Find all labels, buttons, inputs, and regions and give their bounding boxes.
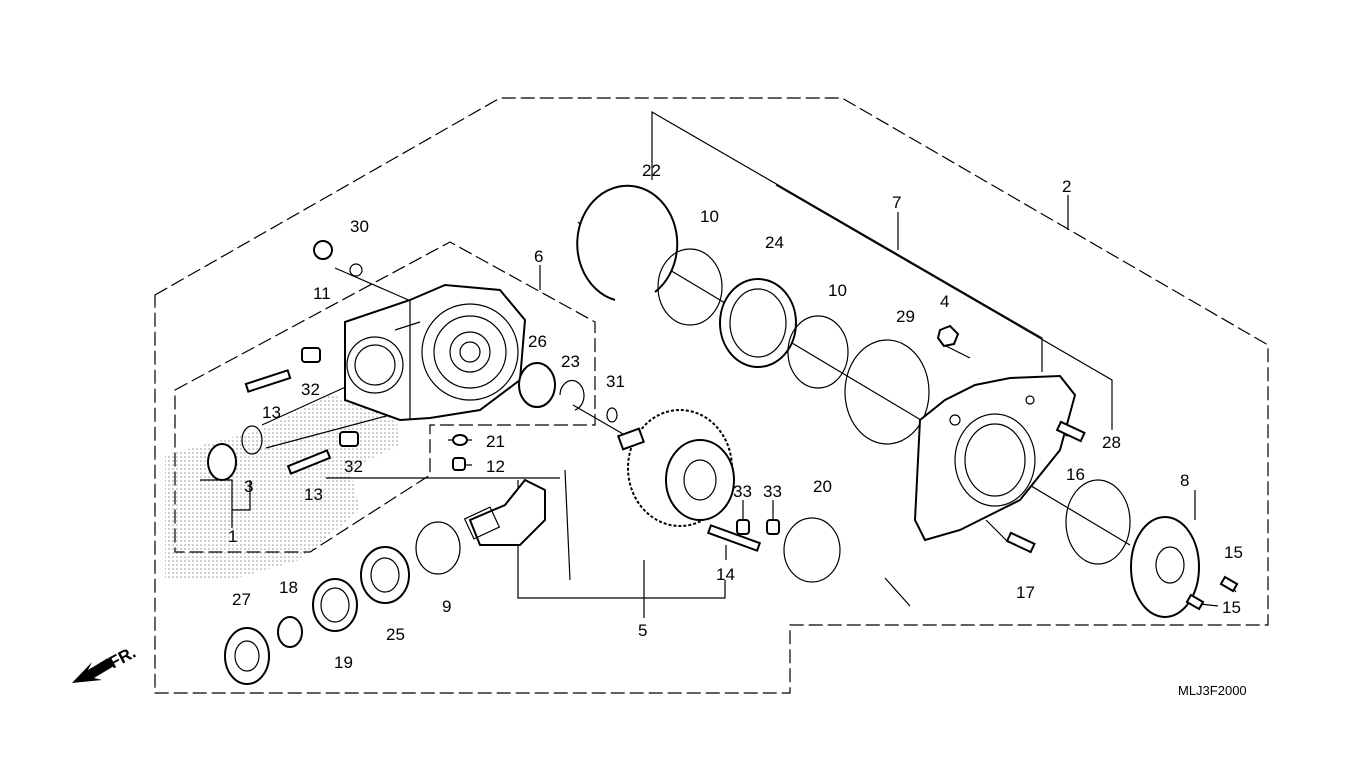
callout-26: 26: [528, 332, 547, 351]
callout-17: 17: [1016, 583, 1035, 602]
callouts: 1 2 3 4 5 6 7 8 9 10 10 11 12 13 13 14 1…: [228, 161, 1243, 672]
callout-21: 21: [486, 432, 505, 451]
callout-13-lower: 13: [304, 485, 323, 504]
dowel-pin-upper: [301, 347, 321, 363]
assembly-boundary: [154, 97, 1269, 694]
o-ring-20: [783, 517, 841, 583]
callout-7: 7: [892, 193, 901, 212]
callout-8: 8: [1180, 471, 1189, 490]
dowel-33-b: [766, 519, 780, 535]
plug-12: [452, 457, 466, 471]
circlip-22: [576, 184, 679, 301]
ball-bearing-25: [360, 546, 410, 604]
callout-13-upper: 13: [262, 403, 281, 422]
callout-11: 11: [313, 284, 331, 303]
callout-25: 25: [386, 625, 405, 644]
bolt-15-lower: [1185, 593, 1205, 611]
callout-32-upper: 32: [301, 380, 320, 399]
figure-code: MLJ3F2000: [1178, 683, 1247, 698]
cover-plate: [913, 374, 1077, 542]
callout-5: 5: [638, 621, 647, 640]
bolt-16: [1055, 420, 1086, 443]
leader-lines: [200, 110, 1237, 618]
stud-bolt-lower: [286, 449, 332, 475]
nut-4: [936, 324, 960, 348]
callout-33-a: 33: [733, 482, 752, 501]
nut-19: [312, 578, 358, 632]
callout-32-lower: 32: [344, 457, 363, 476]
callout-19: 19: [334, 653, 353, 672]
ring-gear-assembly: [616, 409, 735, 527]
callout-16: 16: [1066, 465, 1085, 484]
stud-bolt-upper: [244, 369, 292, 393]
circlip-23: [559, 379, 585, 411]
callout-28: 28: [1102, 433, 1121, 452]
dowel-33-a: [736, 519, 750, 535]
callout-20: 20: [813, 477, 832, 496]
cap-plate-8: [1130, 516, 1200, 618]
ring-10-left: [657, 248, 723, 326]
bolt-17: [1005, 531, 1036, 554]
callout-12: 12: [486, 457, 505, 476]
callout-29: 29: [896, 307, 915, 326]
lock-washer-18: [277, 616, 303, 648]
oil-seal-27: [224, 627, 270, 685]
front-direction-arrow: [72, 658, 114, 683]
callout-22: 22: [642, 161, 661, 180]
callout-10-right: 10: [828, 281, 847, 300]
callout-18: 18: [279, 578, 298, 597]
callout-30: 30: [350, 217, 369, 236]
case-group-boundary: [174, 241, 596, 553]
callout-15-lower: 15: [1222, 598, 1241, 617]
stud-14: [706, 524, 762, 552]
dowel-pin-lower: [339, 431, 359, 447]
o-ring-small: [349, 263, 363, 277]
callout-27: 27: [232, 590, 251, 609]
callout-6: 6: [534, 247, 543, 266]
bolt-15-upper: [1219, 575, 1239, 593]
callout-31: 31: [606, 372, 625, 391]
o-ring-29: [844, 339, 930, 445]
pinion-gear: [463, 478, 546, 546]
callout-23: 23: [561, 352, 580, 371]
callout-15-upper: 15: [1224, 543, 1243, 562]
callout-2: 2: [1062, 177, 1071, 196]
callout-3: 3: [244, 477, 253, 496]
case-housing: [344, 283, 527, 422]
washer-21: [452, 434, 468, 446]
ring-31: [606, 407, 618, 423]
needle-bearing-small: [207, 443, 237, 481]
circlip-small: [241, 425, 263, 455]
o-ring-28: [1065, 479, 1131, 565]
callout-4: 4: [940, 292, 949, 311]
callout-24: 24: [765, 233, 784, 252]
callout-9: 9: [442, 597, 451, 616]
bearing-24: [719, 278, 797, 368]
callout-14: 14: [716, 565, 735, 584]
oil-seal-small: [313, 240, 333, 260]
ring-10-right: [787, 315, 849, 389]
o-ring-9: [415, 521, 461, 575]
callout-10-left: 10: [700, 207, 719, 226]
needle-bearing-26: [518, 362, 556, 408]
callout-33-b: 33: [763, 482, 782, 501]
callout-1: 1: [228, 527, 237, 546]
